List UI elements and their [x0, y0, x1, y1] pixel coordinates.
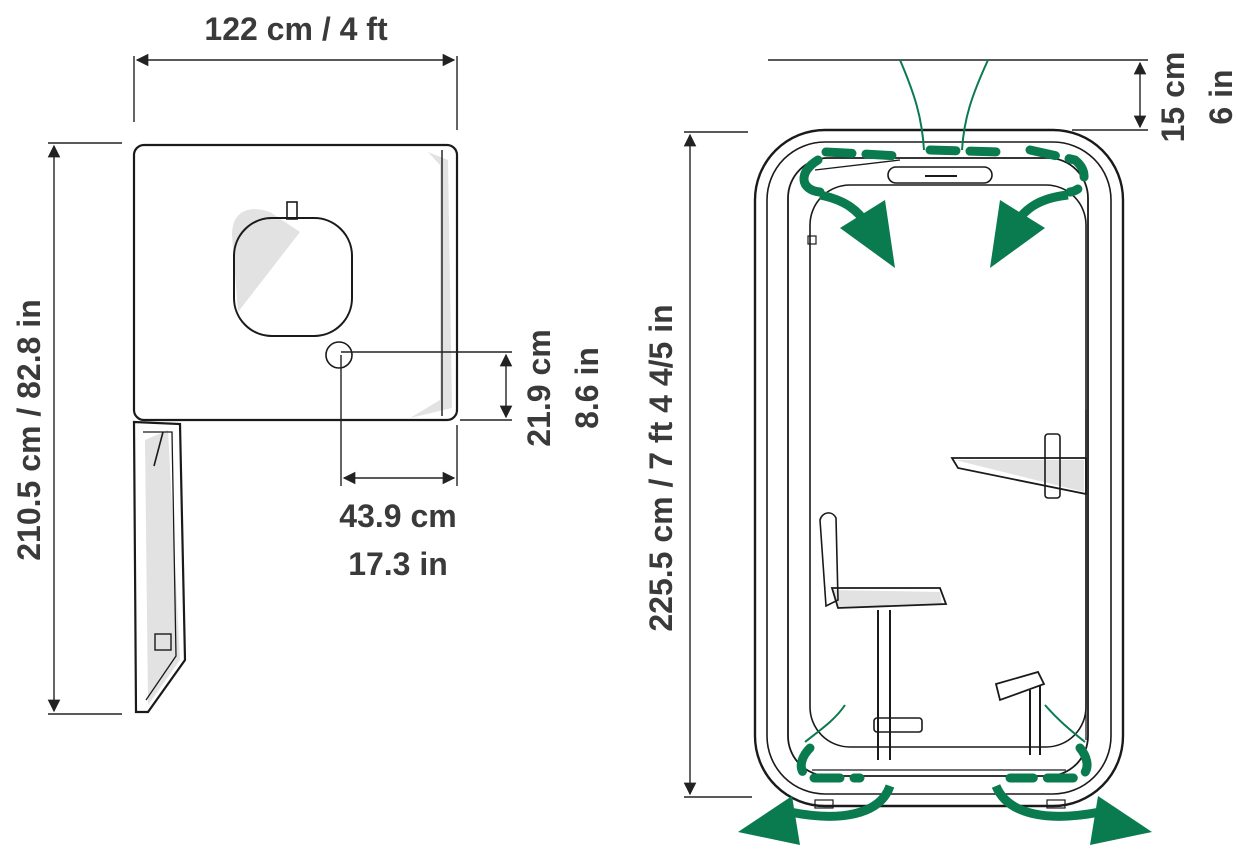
hole-offset-cm-label: 21.9 cm: [521, 329, 557, 446]
pod-door-open: [132, 420, 187, 714]
front-view: 225.5 cm / 7 ft 4 4/5 in 15 cm 6 in: [643, 52, 1238, 845]
hole-offset-in-label: 8.6 in: [569, 347, 605, 429]
hole-offset-dimension: 21.9 cm 8.6 in: [341, 329, 605, 447]
clearance-dimension: 15 cm 6 in: [768, 52, 1238, 143]
stool: [819, 512, 948, 760]
footrest: [994, 670, 1046, 755]
height-label: 225.5 cm / 7 ft 4 4/5 in: [643, 304, 679, 631]
clearance-in-label: 6 in: [1203, 69, 1238, 124]
pod-front-body: [753, 128, 1125, 809]
depth-dimension: 210.5 cm / 82.8 in: [11, 142, 122, 715]
width-dimension: 122 cm / 4 ft: [133, 11, 458, 130]
airflow-indicators: [738, 59, 1152, 845]
hole-side-cm-label: 43.9 cm: [339, 498, 456, 534]
hole-side-in-label: 17.3 in: [348, 546, 448, 582]
hole-side-dimension: 43.9 cm 17.3 in: [339, 355, 458, 582]
clearance-cm-label: 15 cm: [1155, 52, 1191, 143]
pod-top-body: [132, 143, 459, 422]
desk-shelf: [950, 433, 1087, 499]
top-view: 122 cm / 4 ft 210.5 cm / 82.8 in: [11, 11, 605, 715]
width-label: 122 cm / 4 ft: [204, 11, 388, 47]
depth-label: 210.5 cm / 82.8 in: [11, 299, 47, 561]
height-dimension: 225.5 cm / 7 ft 4 4/5 in: [643, 131, 752, 798]
